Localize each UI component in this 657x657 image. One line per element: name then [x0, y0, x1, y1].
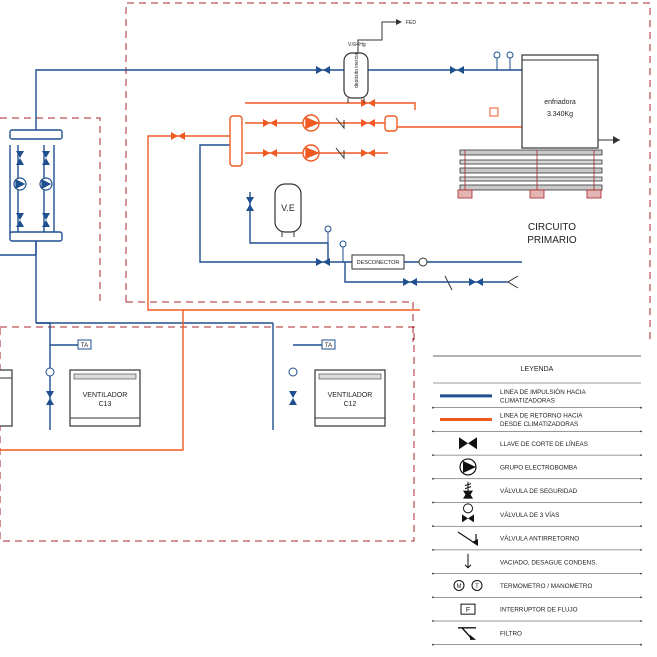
legend-row: VÁLVULA ANTIRRETORNO	[432, 531, 642, 551]
primary-collectors	[229, 115, 398, 167]
zone-boundaries	[0, 2, 651, 542]
vent1-label-1: VENTILADOR	[83, 392, 128, 399]
legend-text: VACIADO, DESAGUE CONDENS.	[500, 559, 597, 566]
three-way-valve-icon	[462, 503, 474, 523]
gauges	[45, 51, 514, 377]
legend-title: LEYENDA	[521, 366, 554, 373]
legend-row: VÁLVULA DE 3 VÍAS	[432, 503, 642, 528]
safety-valve-icon	[463, 481, 473, 499]
legend-text: TERMOMETRO / MANOMETRO	[500, 583, 592, 590]
legend-row: LLAVE DE CORTE DE LÍNEAS	[432, 437, 642, 456]
legend-text: GRUPO ELECTROBOMBA	[500, 464, 578, 471]
pump-icon	[459, 458, 477, 476]
desconector: DESCONECTOR	[351, 254, 519, 291]
check-valve-icon	[457, 531, 478, 547]
legend-text: LINEA DE RETORNO HACIA	[500, 413, 583, 420]
flow-switch-icon: F	[460, 603, 476, 615]
expansion-vessel: V.E	[274, 183, 302, 237]
legend-row: VÁLVULA DE SEGURIDAD	[432, 481, 642, 504]
secondary-pumps	[13, 177, 53, 191]
svg-text:F: F	[466, 607, 470, 614]
ta2-label: TA	[325, 343, 332, 349]
legend-text: VÁLVULA DE 3 VÍAS	[500, 510, 559, 519]
legend-text: FILTRO	[500, 630, 522, 637]
legend-text: LLAVE DE CORTE DE LÍNEAS	[500, 439, 588, 448]
legend-text: INTERRUPTOR DE FLUJO	[500, 607, 578, 614]
legend: LEYENDA LINEA DE IMPULSIÓN HACIACLIMATIZ…	[432, 355, 642, 646]
chiller-label: enfriadora	[544, 99, 576, 106]
deposito-top-label: V.6/4Hg	[348, 42, 366, 48]
legend-row: FILTRO	[432, 627, 642, 646]
fed-label: FED	[406, 20, 416, 26]
vent2-label-2: C12	[344, 401, 357, 408]
legend-text: DESDE CLIMATIZADORAS	[500, 421, 578, 428]
legend-text: VÁLVULA ANTIRRETORNO	[500, 534, 579, 543]
fan-coil-c12: VENTILADOR C12	[314, 369, 386, 427]
legend-text: CLIMATIZADORAS	[500, 397, 555, 404]
circuit-title-2: PRIMARIO	[527, 235, 577, 246]
filter-icon	[458, 627, 476, 640]
vent2-label-1: VENTILADOR	[328, 392, 373, 399]
chiller-base	[457, 149, 603, 199]
fan-coil-c13: VENTILADOR C13	[69, 369, 141, 427]
legend-text: LINEA DE IMPULSIÓN HACIA	[500, 387, 587, 396]
shutoff-valve-icon	[459, 437, 477, 450]
deposito-label: depósito inercia	[354, 53, 360, 88]
vent1-label-2: C13	[99, 401, 112, 408]
fan-coil-partial	[0, 369, 13, 427]
legend-row: VACIADO, DESAGUE CONDENS.	[432, 553, 642, 575]
chiller-capacity: 3.340Kg	[547, 111, 573, 118]
drain-icon	[464, 553, 472, 569]
check-valves-primary	[335, 117, 345, 160]
ta-sensors: TA TA	[77, 339, 336, 350]
legend-text: VÁLVULA DE SEGURIDAD	[500, 486, 578, 495]
svg-text:M: M	[457, 584, 462, 590]
collectors	[9, 129, 63, 242]
svg-text:T: T	[475, 584, 479, 590]
ve-label: V.E	[281, 203, 295, 213]
legend-row: F INTERRUPTOR DE FLUJO	[432, 603, 642, 622]
primary-pumps	[302, 114, 320, 162]
ta1-label: TA	[81, 343, 88, 349]
circuit-title-1: CIRCUITO	[528, 222, 576, 233]
desconector-label: DESCONECTOR	[357, 260, 400, 266]
chiller-unit: enfriadora 3.340Kg	[489, 54, 620, 149]
legend-row: GRUPO ELECTROBOMBA	[432, 458, 642, 480]
inertia-tank: depósito inercia V.6/4Hg FED	[343, 19, 416, 103]
